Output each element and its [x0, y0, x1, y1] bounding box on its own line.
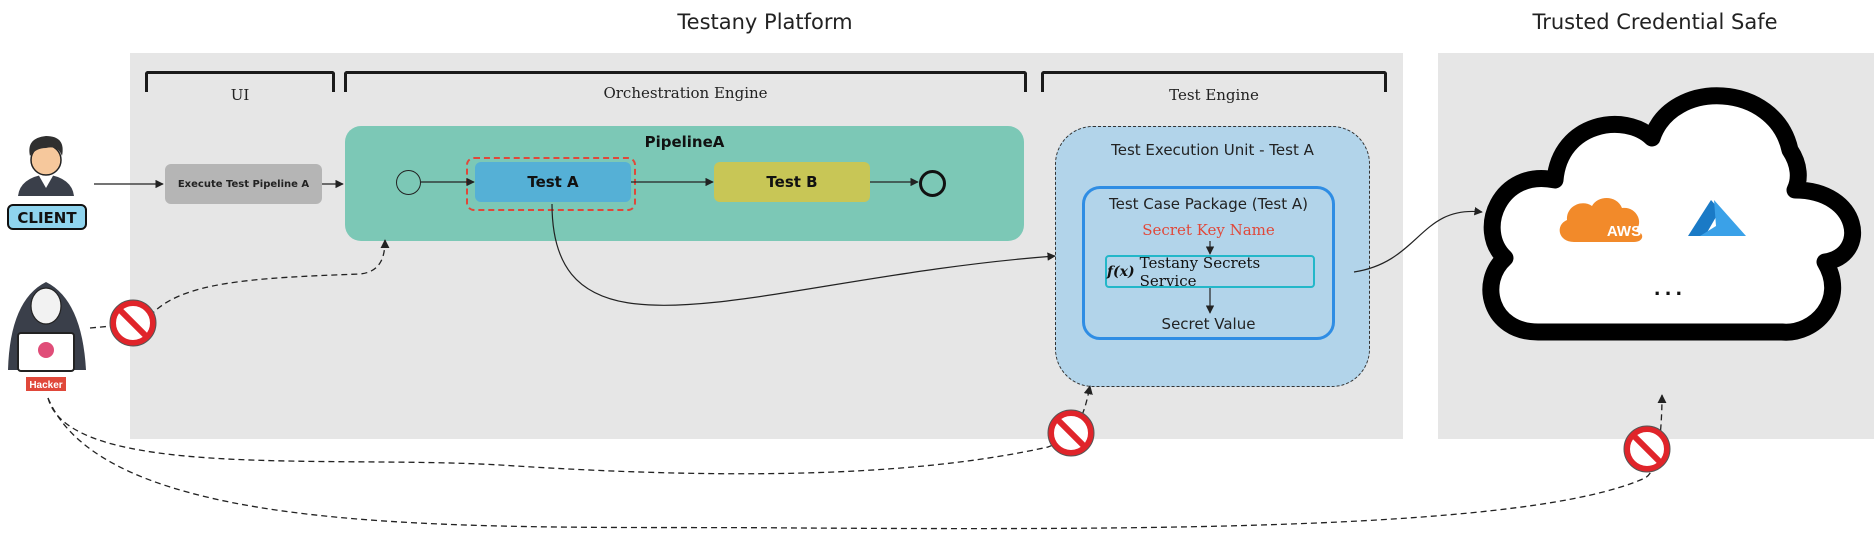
secret-key-name: Secret Key Name [1142, 221, 1275, 239]
function-icon: f(x) [1107, 263, 1135, 280]
test-case-package [1082, 186, 1335, 340]
secrets-service-box[interactable]: f(x) Testany Secrets Service [1105, 253, 1315, 290]
aws-icon: AWS [1559, 197, 1643, 242]
execute-pipeline-button[interactable]: Execute Test Pipeline A [165, 164, 322, 204]
cloud-icon [1482, 87, 1862, 341]
test-engine-bracket [1041, 71, 1387, 92]
cloud-more-label: ... [1654, 279, 1687, 300]
pipeline-end-node [919, 170, 946, 197]
blocked-icon [1623, 425, 1671, 473]
test-b-node[interactable]: Test B [714, 162, 870, 202]
client-label: CLIENT [17, 209, 77, 227]
pipeline-title: PipelineA [644, 133, 725, 151]
package-title: Test Case Package (Test A) [1109, 195, 1308, 213]
secrets-service-label: Testany Secrets Service [1139, 253, 1261, 290]
execution-unit-title: Test Execution Unit - Test A [1111, 141, 1314, 159]
platform-title: Testany Platform [677, 10, 853, 34]
hacker-icon: Hacker [8, 282, 86, 391]
orchestration-bracket [344, 71, 1027, 92]
pipeline-start-node [396, 170, 421, 195]
orchestration-section-label: Orchestration Engine [603, 84, 768, 102]
client-icon: CLIENT [7, 136, 87, 230]
credential-safe-title: Trusted Credential Safe [1532, 10, 1778, 34]
test-engine-section-label: Test Engine [1169, 86, 1259, 104]
secret-value: Secret Value [1161, 315, 1256, 333]
blocked-icon [1047, 409, 1095, 457]
azure-icon [1688, 200, 1746, 236]
ui-bracket [145, 71, 335, 92]
ui-section-label: UI [230, 86, 250, 104]
test-a-node[interactable]: Test A [475, 162, 631, 202]
blocked-icon [109, 299, 157, 347]
hacker-label: Hacker [29, 380, 62, 391]
aws-label: AWS [1607, 223, 1641, 240]
